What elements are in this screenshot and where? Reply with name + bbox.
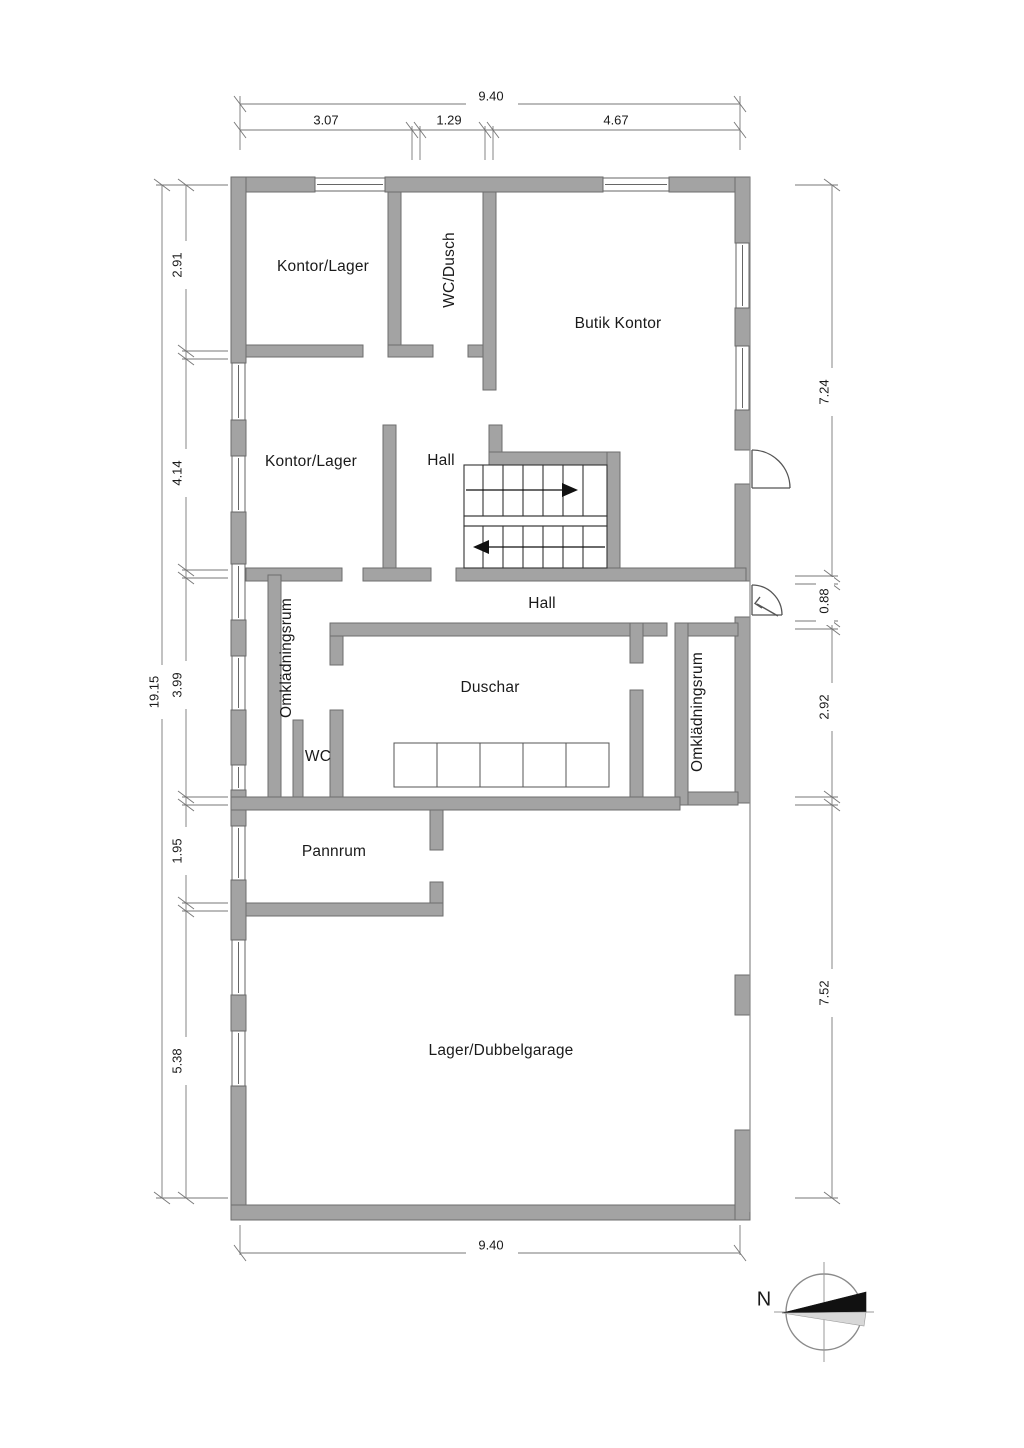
door-butik-entry: [751, 449, 791, 489]
fixture-group: [393, 742, 610, 788]
room-label-wc-dusch: WC/Dusch: [441, 232, 458, 308]
staircase: [463, 464, 608, 569]
window-top-1: [314, 177, 386, 192]
stair-flight-lower: [463, 525, 608, 569]
window-left-1: [231, 362, 246, 421]
room-label-duschar: Duschar: [460, 679, 519, 696]
wall-int-mid-vert: [382, 424, 397, 581]
room-label-lager-dubbelgarage: Lager/Dubbelgarage: [429, 1042, 574, 1059]
dim-right-seg-1: 7.24: [816, 379, 831, 404]
wall-right-g: [734, 1129, 751, 1221]
wall-left-e: [230, 709, 247, 766]
wall-int-omkl-right-bot: [687, 791, 739, 806]
wall-right-b: [734, 307, 751, 347]
room-label-group: Kontor/Lager WC/Dusch Butik Kontor Konto…: [265, 232, 706, 1059]
wall-int-kontor-right: [387, 191, 402, 354]
wall-left-i: [230, 1085, 247, 1221]
wall-right-a: [734, 176, 751, 244]
wall-left-a: [230, 176, 247, 364]
window-left-7: [231, 939, 246, 996]
dim-bottom-overall: 9.40: [478, 1237, 503, 1252]
dim-left-seg-4: 1.95: [169, 838, 184, 863]
wall-int-duschar-r1: [629, 622, 644, 664]
wall-left-b: [230, 419, 247, 457]
wall-int-pannrum-top: [230, 796, 681, 811]
wall-left-h: [230, 994, 247, 1032]
door-group: [751, 449, 791, 617]
room-label-omkladningsrum-right: Omklädningsrum: [689, 652, 706, 772]
dim-top-overall: 9.40: [478, 88, 503, 103]
dim-right-seg-4: 7.52: [816, 980, 831, 1005]
dim-top-seg-1: 3.07: [313, 112, 338, 127]
room-label-hall-lower: Hall: [528, 595, 556, 612]
window-top-2: [602, 177, 670, 192]
wall-top-b: [384, 176, 604, 193]
dim-top-seg-2: 1.29: [436, 112, 461, 127]
wall-int-butik-left: [482, 191, 497, 391]
dim-right-seg-2: 0.88: [816, 588, 831, 613]
stair-arrow-up: [466, 483, 578, 497]
wall-int-mid-h-left: [245, 567, 343, 582]
room-label-hall-upper: Hall: [427, 452, 455, 469]
wall-int-pannrum-v1: [429, 809, 444, 851]
window-right-1: [735, 242, 750, 309]
window-left-6: [231, 825, 246, 881]
window-left-2: [231, 455, 246, 513]
wall-bottom: [230, 1204, 751, 1221]
wall-right-f: [734, 974, 751, 1016]
shower-bay: [393, 742, 610, 788]
wall-left-d: [230, 619, 247, 657]
room-label-omkladningsrum-left: Omklädningsrum: [278, 598, 295, 718]
room-label-kontor-lager-mid: Kontor/Lager: [265, 453, 357, 470]
window-left-3: [231, 563, 246, 621]
dim-right-seg-3: 2.92: [816, 694, 831, 719]
wall-int-wcdusch-bl: [387, 344, 434, 358]
wall-int-omkl-right-top: [687, 622, 739, 637]
dimension-text-group: 9.40 3.07 1.29 4.67 9.40 19.15 2.91 4.14…: [146, 88, 834, 1254]
compass-rose: N: [757, 1262, 874, 1362]
window-right-2: [735, 345, 750, 411]
room-label-kontor-lager-top: Kontor/Lager: [277, 258, 369, 275]
dim-top-seg-3: 4.67: [603, 112, 628, 127]
wall-int-pannrum-bottom: [245, 902, 444, 917]
wall-left-g: [230, 879, 247, 941]
window-left-4: [231, 655, 246, 711]
window-left-5: [231, 764, 246, 791]
wall-int-mid-h-left2: [362, 567, 432, 582]
dim-left-seg-3: 3.99: [169, 672, 184, 697]
wall-int-stair-right: [606, 451, 621, 573]
dim-left-seg-5: 5.38: [169, 1048, 184, 1073]
door-hall-entry: [751, 584, 783, 617]
dim-left-overall: 19.15: [146, 676, 161, 709]
wall-int-duschar-r2: [629, 689, 644, 801]
compass-north-label: N: [757, 1288, 771, 1310]
room-label-butik-kontor: Butik Kontor: [575, 315, 662, 332]
stair-arrow-down: [473, 540, 605, 554]
wall-group: [230, 176, 751, 1221]
wall-int-wc-divider: [292, 719, 304, 801]
window-group: [231, 177, 750, 1087]
wall-int-hall-bottom: [455, 567, 747, 582]
room-label-wc: WC: [305, 748, 331, 765]
wall-int-duschar-l2: [329, 709, 344, 801]
dim-left-seg-2: 4.14: [169, 460, 184, 485]
wall-right-c: [734, 409, 751, 451]
compass-needle-light: [781, 1311, 867, 1327]
window-left-8: [231, 1030, 246, 1087]
wall-right-e: [734, 616, 751, 804]
wall-int-duschar-top: [329, 622, 668, 637]
wall-int-kontor-bottom: [245, 344, 364, 358]
room-label-pannrum: Pannrum: [302, 843, 366, 860]
dim-left-seg-1: 2.91: [169, 252, 184, 277]
wall-int-stair-top: [488, 451, 621, 466]
wall-left-c: [230, 511, 247, 565]
wall-right-d: [734, 483, 751, 582]
wall-int-omkl-right: [674, 622, 689, 806]
